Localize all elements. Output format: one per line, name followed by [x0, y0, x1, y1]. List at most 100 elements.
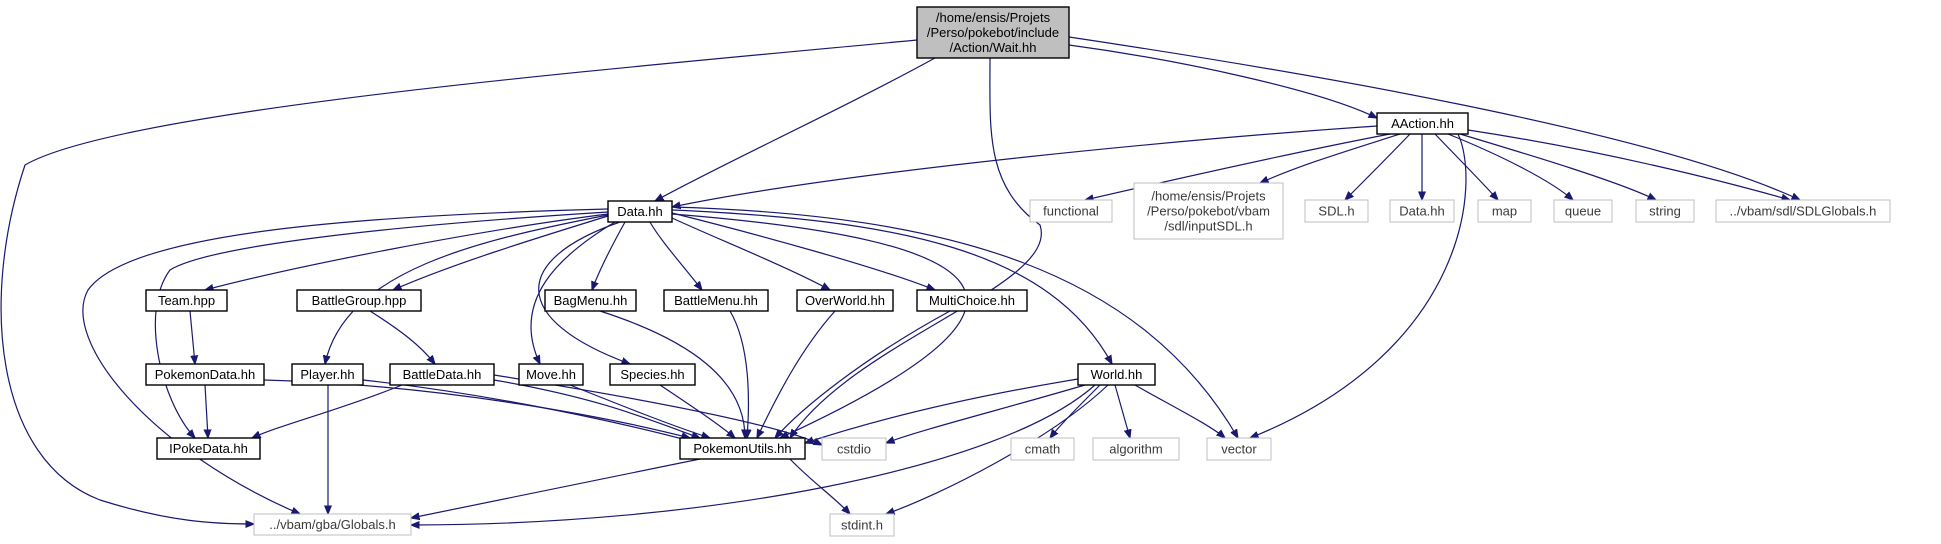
node-box-battledata — [389, 363, 495, 386]
node-team[interactable]: Team.hpp — [145, 289, 228, 312]
node-pokemondata[interactable]: PokemonData.hh — [145, 363, 265, 386]
node-box-species — [609, 363, 696, 386]
edge-world-to-algorithm — [1114, 384, 1130, 438]
node-label-inputsdl-line-1: /home/ensis/Projets — [1151, 189, 1266, 204]
node-globals: ../vbam/gba/Globals.h — [253, 513, 412, 536]
node-player[interactable]: Player.hh — [291, 363, 364, 386]
node-sdlh: SDL.h — [1304, 199, 1369, 223]
edge-data_main-to-bagmenu — [592, 221, 626, 290]
node-battlemenu[interactable]: BattleMenu.hh — [663, 289, 769, 312]
node-box-sdlh — [1304, 199, 1369, 223]
edge-root-to-aaction — [1068, 44, 1377, 118]
node-label-root-line-2: /Perso/pokebot/include — [927, 25, 1059, 40]
edge-data_main-to-battlegroup — [393, 215, 609, 290]
edge-world-to-globals — [411, 384, 1096, 525]
node-move[interactable]: Move.hh — [518, 363, 584, 386]
node-label-stdint: stdint.h — [841, 518, 883, 533]
node-queue: queue — [1553, 199, 1613, 223]
node-box-root — [916, 6, 1070, 59]
node-label-bagmenu: BagMenu.hh — [554, 293, 628, 308]
node-label-species: Species.hh — [620, 367, 684, 382]
nodes-layer: /home/ensis/Projets/Perso/pokebot/includ… — [145, 6, 1891, 537]
node-label-battlegroup: BattleGroup.hpp — [312, 293, 407, 308]
edge-bagmenu-to-pokemonutils — [599, 310, 745, 438]
node-label-functional: functional — [1043, 204, 1099, 219]
node-label-battledata: BattleData.hh — [403, 367, 482, 382]
node-ipokedata[interactable]: IPokeData.hh — [156, 437, 261, 460]
node-box-battlemenu — [663, 289, 769, 312]
node-label-aaction: AAction.hh — [1391, 116, 1454, 131]
node-label-world: World.hh — [1091, 367, 1143, 382]
node-bagmenu[interactable]: BagMenu.hh — [544, 289, 637, 312]
node-label-team: Team.hpp — [158, 293, 215, 308]
node-box-bagmenu — [544, 289, 637, 312]
node-string: string — [1635, 199, 1695, 223]
node-functional: functional — [1029, 199, 1113, 223]
node-aaction[interactable]: AAction.hh — [1376, 112, 1469, 135]
edge-data_main-to-move — [530, 221, 616, 364]
edge-data_main-to-player — [325, 214, 609, 364]
edge-aaction-to-data_main — [672, 125, 1378, 207]
node-data_main[interactable]: Data.hh — [607, 200, 673, 223]
node-vector: vector — [1206, 437, 1272, 461]
node-label-cstdio: cstdio — [837, 442, 871, 457]
node-label-globals: ../vbam/gba/Globals.h — [269, 517, 395, 532]
node-box-move — [518, 363, 584, 386]
edge-aaction-to-inputsdl — [1260, 133, 1401, 183]
node-box-multichoice — [916, 289, 1028, 312]
node-species[interactable]: Species.hh — [609, 363, 696, 386]
edge-data_main-to-species — [538, 221, 630, 364]
node-box-vector — [1206, 437, 1272, 461]
edge-move-to-pokemonutils — [569, 384, 710, 438]
node-label-root-line-1: /home/ensis/Projets — [936, 10, 1051, 25]
edge-aaction-to-sdlh — [1345, 133, 1411, 200]
node-label-multichoice: MultiChoice.hh — [929, 293, 1015, 308]
node-multichoice[interactable]: MultiChoice.hh — [916, 289, 1028, 312]
edge-world-to-vector — [1134, 384, 1225, 438]
node-label-data_ext: Data.hh — [1399, 204, 1445, 219]
edge-data_main-to-team — [205, 213, 609, 290]
edge-aaction-to-string — [1459, 133, 1656, 200]
node-label-inputsdl-line-3: /sdl/inputSDL.h — [1164, 219, 1252, 234]
node-box-data_main — [607, 200, 673, 223]
node-box-inputsdl — [1133, 182, 1284, 240]
node-box-data_ext — [1389, 199, 1455, 223]
node-overworld[interactable]: OverWorld.hh — [796, 289, 894, 312]
edge-pokemonutils-to-stdint — [789, 458, 850, 514]
edges-layer — [0, 36, 1800, 525]
node-label-cmath: cmath — [1025, 442, 1060, 457]
node-box-cstdio — [821, 437, 887, 461]
node-label-overworld: OverWorld.hh — [805, 293, 885, 308]
edge-data_main-to-vector — [671, 206, 1238, 438]
node-label-map: map — [1492, 204, 1517, 219]
node-box-cmath — [1010, 437, 1075, 461]
node-world[interactable]: World.hh — [1077, 363, 1156, 386]
edge-world-to-stdint — [886, 384, 1109, 514]
edge-world-to-pokemonutils — [805, 378, 1079, 443]
node-box-ipokedata — [156, 437, 261, 460]
node-box-queue — [1553, 199, 1613, 223]
edge-team-to-pokemondata — [189, 310, 195, 364]
node-map: map — [1477, 199, 1532, 223]
node-cstdio: cstdio — [821, 437, 887, 461]
edge-aaction-to-sdlglobals — [1467, 129, 1790, 200]
node-label-pokemondata: PokemonData.hh — [155, 367, 255, 382]
edge-aaction-to-vector — [1250, 133, 1467, 439]
node-sdlglobals: ../vbam/sdl/SDLGlobals.h — [1715, 199, 1891, 223]
node-box-functional — [1029, 199, 1113, 223]
node-label-ipokedata: IPokeData.hh — [169, 441, 248, 456]
edge-multichoice-to-pokemonutils — [775, 310, 951, 438]
edge-battledata-to-ipokedata — [252, 384, 403, 438]
edge-data_main-to-battlemenu — [649, 221, 702, 290]
edge-aaction-to-functional — [1085, 133, 1391, 200]
edge-root-to-pokemonutils — [790, 57, 1042, 438]
edge-player-to-pokemonutils — [362, 379, 690, 441]
node-root[interactable]: /home/ensis/Projets/Perso/pokebot/includ… — [916, 6, 1070, 59]
node-box-player — [291, 363, 364, 386]
edge-pokemonutils-to-globals — [411, 458, 701, 518]
node-battlegroup[interactable]: BattleGroup.hpp — [296, 289, 422, 312]
node-battledata[interactable]: BattleData.hh — [389, 363, 495, 386]
edge-data_main-to-overworld — [671, 217, 830, 290]
node-pokemonutils[interactable]: PokemonUtils.hh — [679, 437, 806, 460]
